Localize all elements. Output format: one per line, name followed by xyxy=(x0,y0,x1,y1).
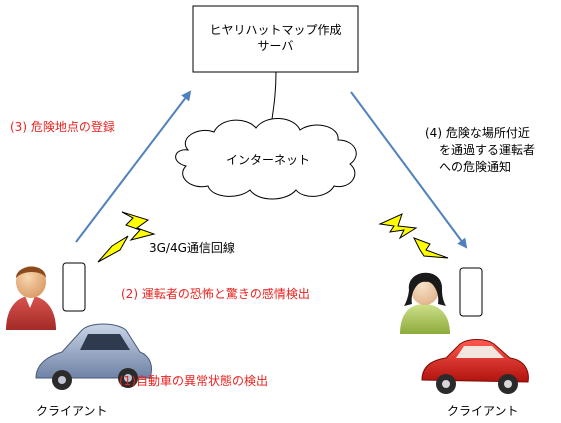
notify-arrow xyxy=(350,91,468,249)
right-client-label: クライアント xyxy=(447,404,519,418)
internet-cloud xyxy=(175,118,357,200)
step4-line1: (4) 危険な場所付近 xyxy=(425,126,530,140)
right-phone-icon xyxy=(459,267,483,317)
server-subtitle: サーバ xyxy=(257,39,294,53)
lightning-left-tail xyxy=(97,235,129,263)
upload-arrow xyxy=(75,90,192,243)
left-client-label: クライアント xyxy=(36,404,108,418)
step3-label: (3) 危険地点の登録 xyxy=(10,120,115,134)
lightning-right-tail xyxy=(412,237,449,259)
network-label: 3G/4G通信回線 xyxy=(149,241,235,255)
step2-label: (2) 運転者の恐怖と驚きの感情検出 xyxy=(121,287,310,301)
internet-label: インターネット xyxy=(226,153,311,167)
step1-label: (1)自動車の異常状態の検出 xyxy=(119,374,268,388)
step4-line2: を通過する運転者 xyxy=(439,143,536,157)
step4-line3: への危険通知 xyxy=(439,160,512,174)
left-car-icon xyxy=(35,323,153,390)
server-title: ヒヤリハットマップ作成 xyxy=(209,23,342,37)
right-person-icon xyxy=(400,272,450,334)
right-car-icon xyxy=(421,339,529,394)
server-box xyxy=(192,5,359,73)
lightning-left-icon xyxy=(121,211,156,241)
lightning-right-icon xyxy=(378,213,418,240)
left-phone-icon xyxy=(62,262,86,312)
left-person-icon xyxy=(6,266,56,330)
